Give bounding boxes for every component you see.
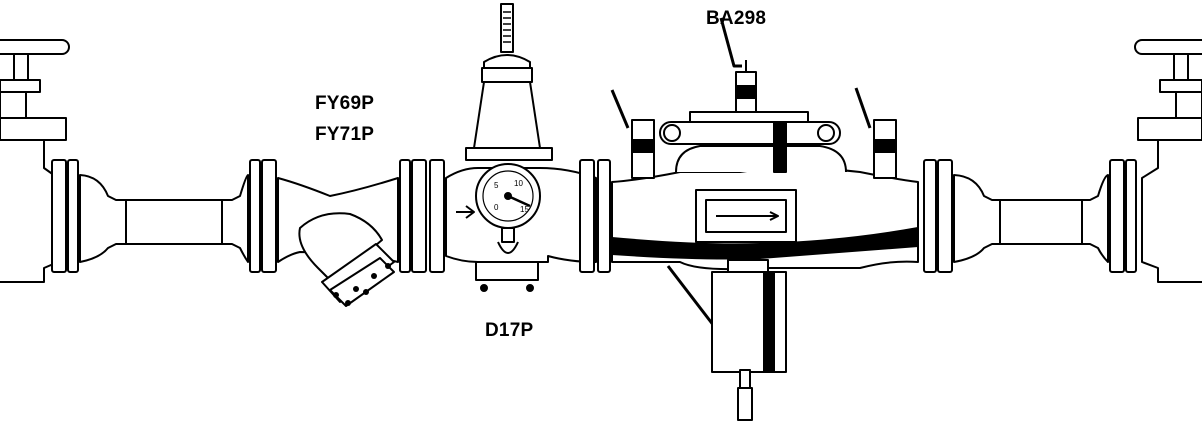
gauge-tick-10: 10: [514, 179, 523, 188]
pipe-spool-right: [953, 159, 1137, 273]
label-ba298: BA298: [706, 8, 767, 29]
backflow-preventer-ba298: [610, 17, 953, 421]
pressure-reducing-valve-d17p: [445, 3, 611, 292]
gauge-scale: 0 5 10 15: [494, 179, 529, 214]
gauge-tick-15: 15: [520, 205, 529, 214]
label-fy71p: FY71P: [315, 124, 375, 145]
strainer-fy69p: [277, 159, 445, 307]
left-gate-valve: [0, 39, 79, 283]
label-fy69p: FY69P: [315, 93, 375, 114]
gauge-tick-0: 0: [494, 203, 499, 212]
pipe-spool-left: [79, 159, 277, 273]
gauge-tick-5: 5: [494, 181, 499, 190]
right-gate-valve: [1134, 39, 1202, 283]
label-d17p: D17P: [485, 320, 534, 341]
